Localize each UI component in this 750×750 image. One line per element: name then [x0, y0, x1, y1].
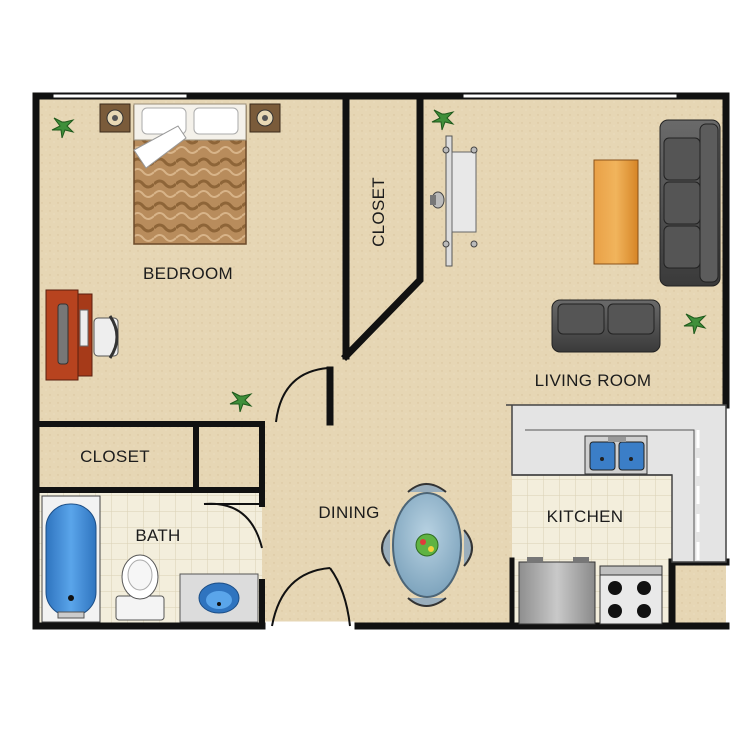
doors: [203, 367, 351, 627]
label-closet-lower: CLOSET: [80, 447, 150, 466]
entry-door-swing[interactable]: [271, 567, 351, 627]
nightstand-left: [99, 103, 131, 133]
bed: [133, 103, 247, 245]
walls: [32, 92, 730, 631]
plants: [51, 109, 707, 413]
dining-chairs: [381, 483, 473, 607]
plant-living-right: [683, 313, 707, 335]
refrigerator: [518, 557, 596, 625]
plant-bedroom-top: [51, 117, 75, 139]
desk: [45, 289, 93, 381]
sofa: [659, 119, 721, 287]
outer-wall: [32, 92, 730, 630]
bath-vanity: [179, 573, 259, 623]
label-kitchen: KITCHEN: [547, 507, 624, 526]
counter-top: [506, 404, 727, 563]
label-living-room: LIVING ROOM: [535, 371, 652, 390]
room-labels: BEDROOM CLOSET CLOSET BATH DINING LIVING…: [80, 177, 651, 545]
bath-door-swing[interactable]: [203, 502, 263, 549]
dining-table: [381, 483, 473, 607]
loveseat: [551, 299, 661, 353]
counter-edge: [525, 429, 695, 562]
kitchen-sink: [584, 435, 648, 475]
plant-living-top: [431, 109, 455, 131]
kitchen-counter: [506, 404, 727, 563]
closet-wall-right: [341, 96, 424, 361]
bathtub: [41, 495, 101, 623]
stove: [599, 565, 663, 625]
plant-bedroom-bottom: [229, 391, 253, 413]
label-dining: DINING: [318, 503, 379, 522]
desk-chair: [93, 315, 119, 359]
tv-console: [430, 135, 478, 267]
label-bedroom: BEDROOM: [143, 264, 233, 283]
bedroom-door-swing[interactable]: [275, 367, 329, 423]
toilet: [115, 554, 165, 621]
label-closet-upper: CLOSET: [369, 177, 388, 247]
coffee-table: [593, 159, 639, 265]
nightstand-right: [249, 103, 281, 133]
label-bath: BATH: [135, 526, 180, 545]
